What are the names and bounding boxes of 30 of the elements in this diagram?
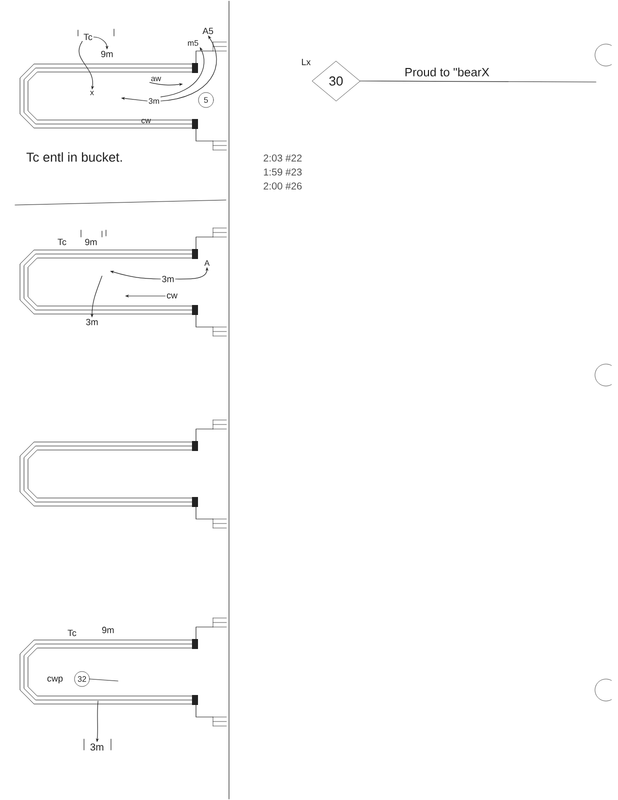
time-note: 2:03 #22 (264, 154, 302, 162)
text-label: 3m (90, 743, 104, 751)
note-text: Tc entl in bucket. (26, 152, 122, 162)
circled-number: 32 (74, 671, 90, 687)
diamond-box: 30 (312, 60, 360, 102)
time-note: 1:59 #23 (264, 168, 302, 176)
text-label: x (90, 90, 94, 96)
text-label: aw (151, 76, 162, 82)
text-label: Tc (84, 34, 92, 40)
text-label: A (204, 260, 210, 266)
connector-line (89, 678, 118, 682)
text-label: A5 (202, 28, 214, 34)
text-label: m5 (188, 40, 198, 46)
text-label: cwp (47, 676, 63, 684)
text-label: 3m (148, 98, 160, 104)
text-label: 9m (101, 50, 113, 58)
text-label: Tc (68, 630, 76, 636)
circled-number: 5 (198, 92, 214, 108)
text-label: cw (141, 118, 151, 124)
time-note: 2:00 #26 (264, 182, 302, 190)
text-label: cw (166, 294, 178, 298)
connector-line (360, 80, 596, 82)
text-label: 3m (86, 318, 98, 326)
edge-label: Proud to "bearX (404, 66, 490, 78)
text-label: Tc (58, 238, 66, 246)
arrow (160, 47, 204, 98)
text-label: 9m (102, 626, 114, 634)
text-label: 3m (162, 276, 174, 282)
text-label: 9m (85, 238, 97, 246)
side-label: Lx (302, 58, 311, 66)
